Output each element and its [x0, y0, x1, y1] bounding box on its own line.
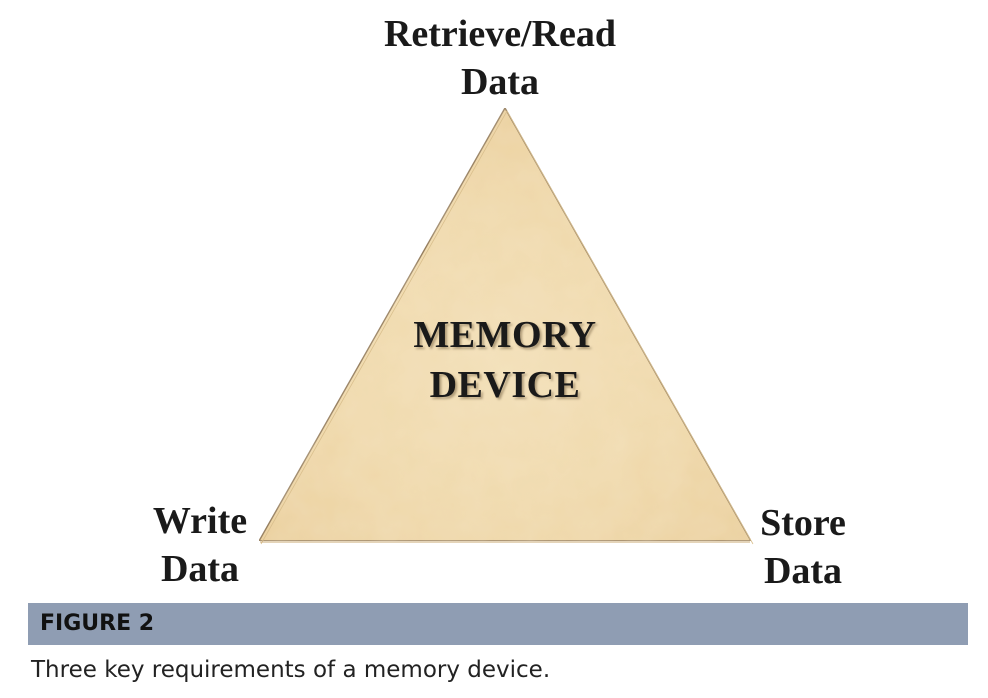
vertex-label-retrieve-read-data: Retrieve/Read Data	[348, 10, 652, 106]
memory-triangle-diagram: Retrieve/Read Data Write Data Store Data…	[120, 10, 878, 595]
figure-number: FIGURE 2	[40, 611, 155, 636]
figure-caption: Three key requirements of a memory devic…	[31, 657, 551, 683]
vertex-label-store-data: Store Data	[728, 499, 878, 595]
figure-label-bar: FIGURE 2	[28, 603, 968, 645]
center-label-line: DEVICE	[429, 364, 581, 406]
vertex-label-line: Data	[763, 550, 843, 592]
vertex-label-write-data: Write Data	[120, 497, 280, 593]
triangle-graphic	[257, 106, 754, 545]
vertex-label-line: Write	[152, 500, 248, 542]
vertex-label-line: Retrieve/Read	[383, 13, 617, 55]
center-label-line: MEMORY	[413, 314, 597, 356]
vertex-label-line: Data	[460, 61, 540, 103]
vertex-label-line: Data	[160, 548, 240, 590]
triangle-highlight	[260, 110, 754, 545]
vertex-label-line: Store	[760, 502, 846, 544]
center-label-memory-device: MEMORY DEVICE	[360, 310, 650, 410]
